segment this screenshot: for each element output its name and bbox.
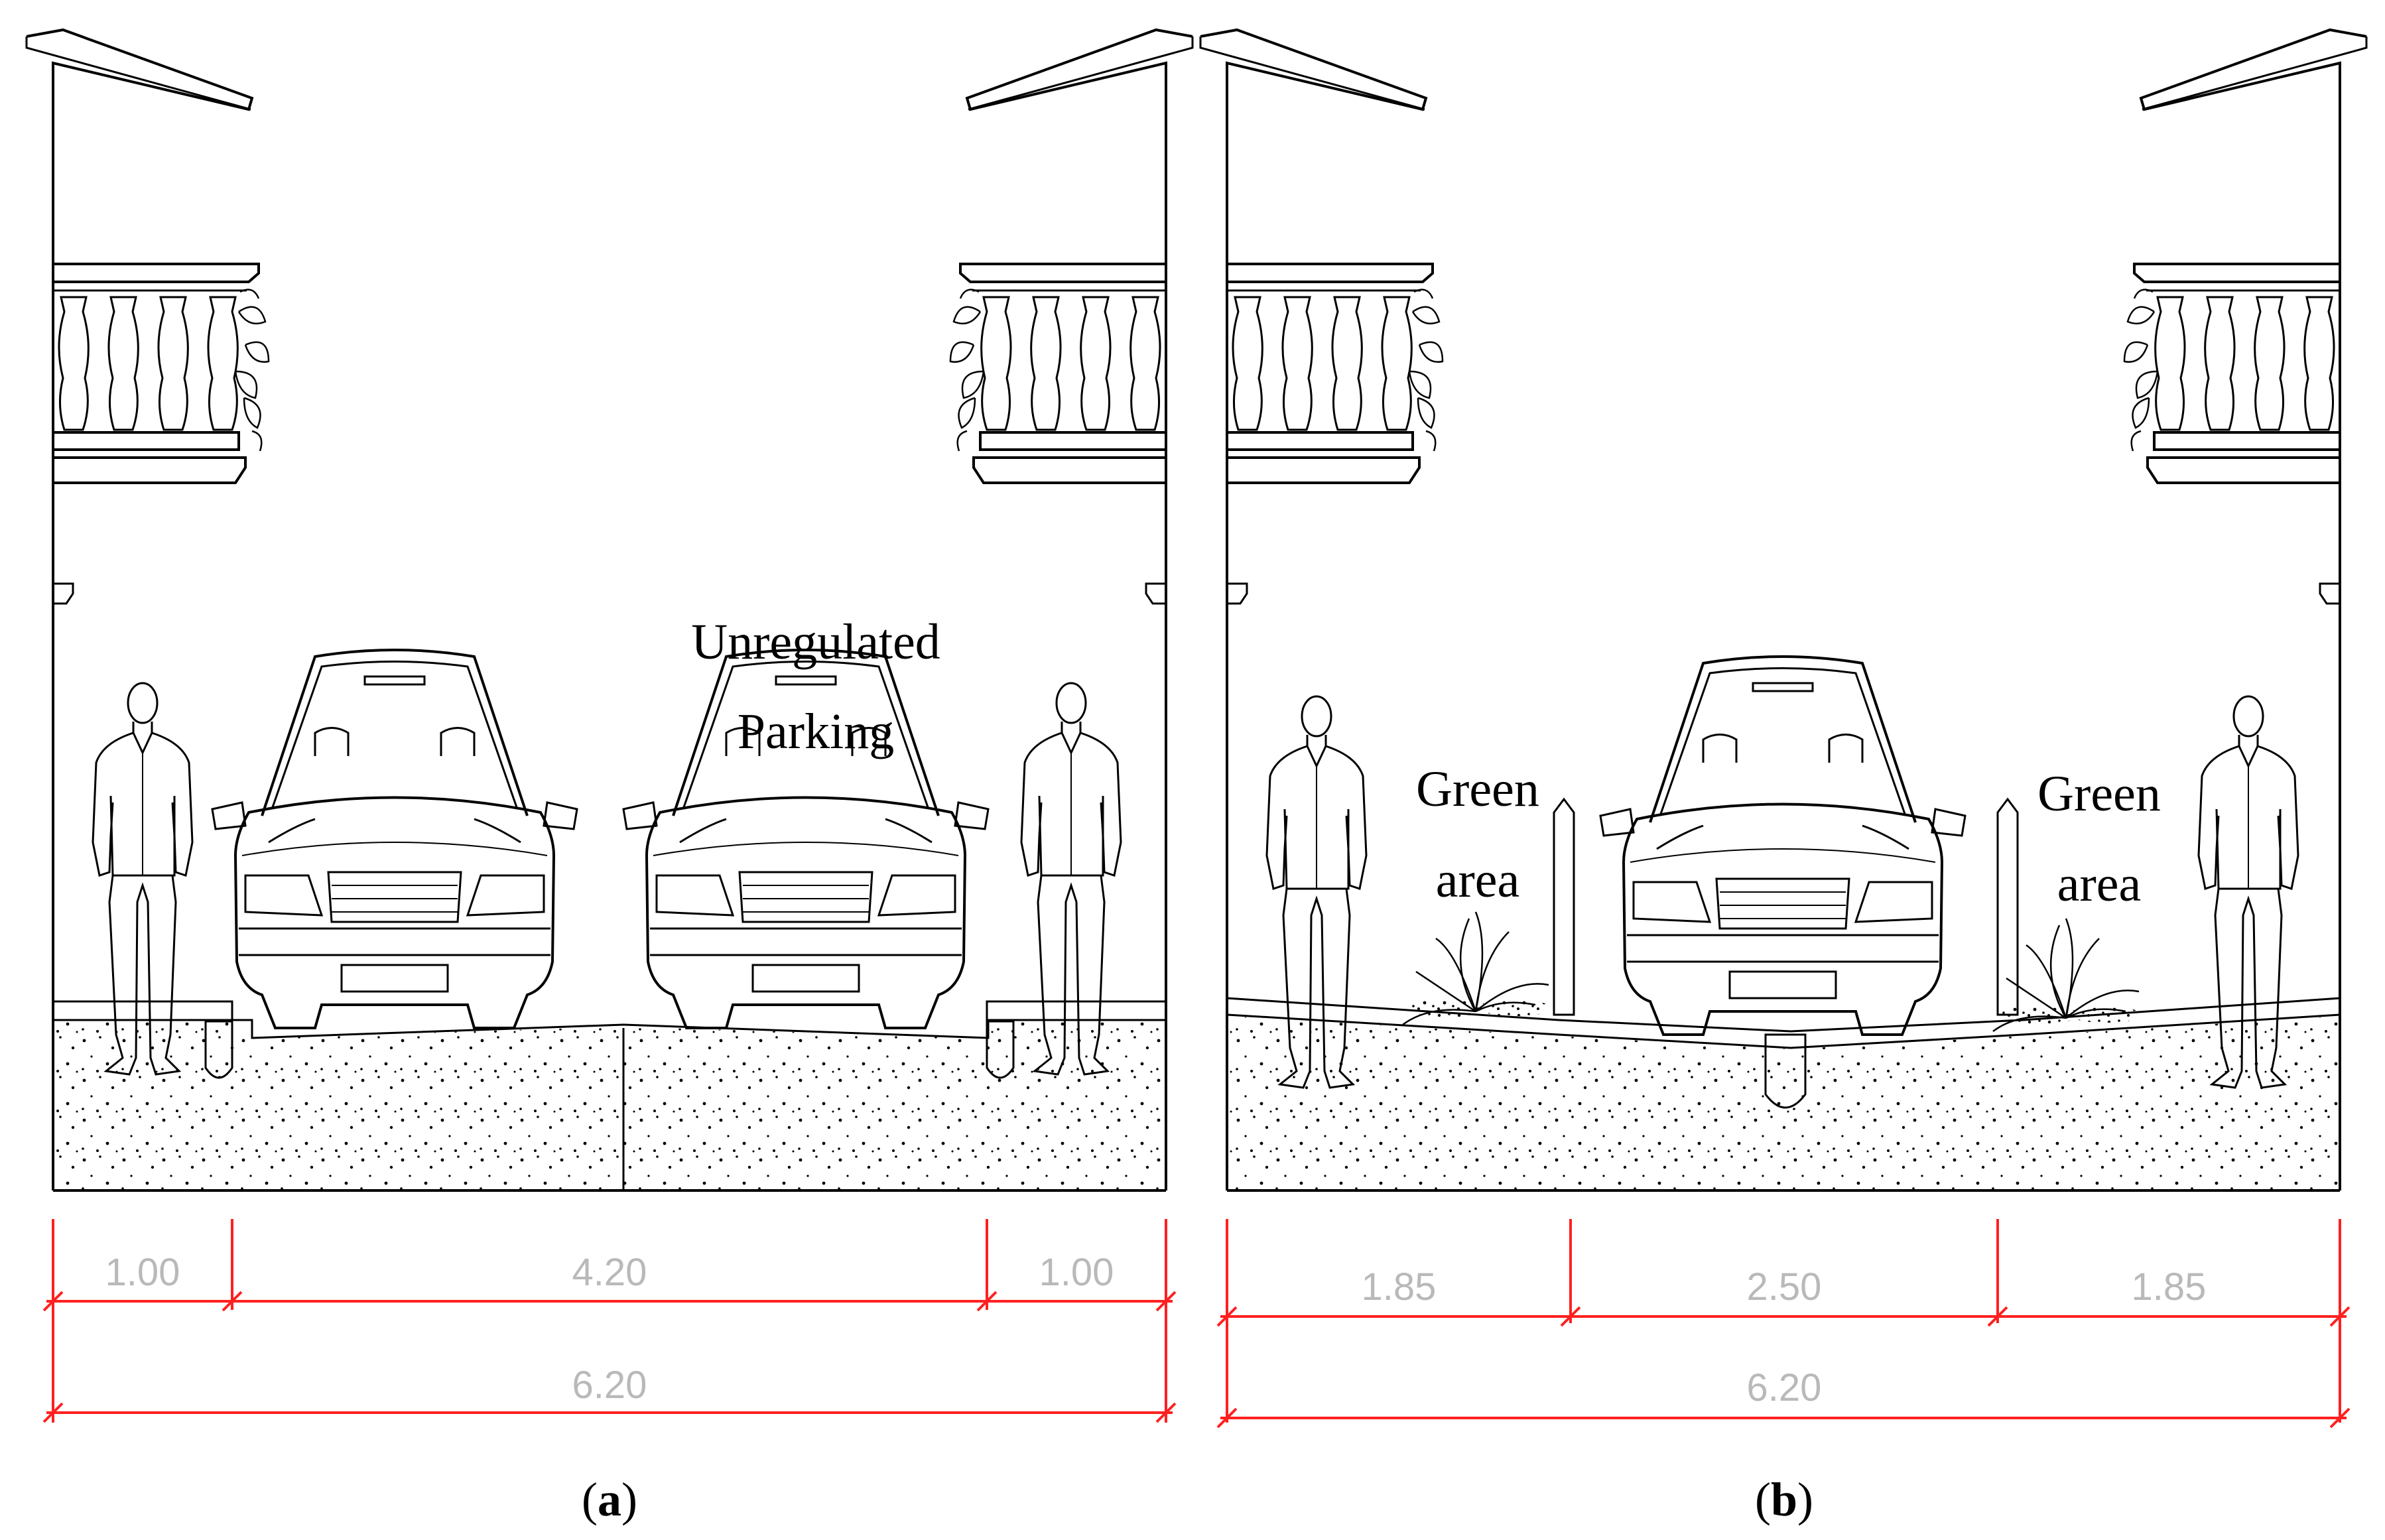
panel-b-ground xyxy=(1226,797,2341,1192)
pedestrian-right-a xyxy=(1020,682,1122,1076)
car-center-b xyxy=(1599,655,1966,1036)
dim-b-left: 1.85 xyxy=(1362,1265,1437,1309)
car-left-a xyxy=(211,649,578,1029)
plant-right-b xyxy=(1992,917,2144,1033)
panel-a: Unregulated Parking 1.00 4.20 1.00 6.20 … xyxy=(25,29,1194,1526)
green-area-right-line1: Green xyxy=(2037,766,2161,822)
panel-a-dimensions: 1.00 4.20 1.00 6.20 xyxy=(42,1219,1177,1423)
dim-a-left: 1.00 xyxy=(105,1251,180,1294)
panel-a-ground xyxy=(52,1000,1167,1192)
panel-b-dimensions: 1.85 2.50 1.85 6.20 xyxy=(1216,1219,2351,1429)
pedestrian-left-a xyxy=(92,682,194,1076)
green-area-left-line2: area xyxy=(1436,852,1520,908)
dim-a-right: 1.00 xyxy=(1039,1251,1114,1294)
dim-b-right: 1.85 xyxy=(2132,1265,2207,1309)
unregulated-parking-label-line2: Parking xyxy=(738,704,894,759)
panel-b: Green area Green area 1.85 2.50 1.85 6.2… xyxy=(1199,29,2368,1526)
green-area-left-line1: Green xyxy=(1416,761,1539,817)
dim-a-center: 4.20 xyxy=(572,1251,647,1294)
caption-b: (b) xyxy=(1755,1473,1813,1526)
green-area-right-line2: area xyxy=(2057,856,2142,912)
dim-a-total: 6.20 xyxy=(572,1364,647,1407)
caption-a: (a) xyxy=(582,1473,637,1526)
unregulated-parking-label-line1: Unregulated xyxy=(691,614,940,670)
dim-b-total: 6.20 xyxy=(1747,1366,1822,1409)
dim-b-center: 2.50 xyxy=(1747,1265,1822,1309)
plant-left-b xyxy=(1401,911,1553,1026)
